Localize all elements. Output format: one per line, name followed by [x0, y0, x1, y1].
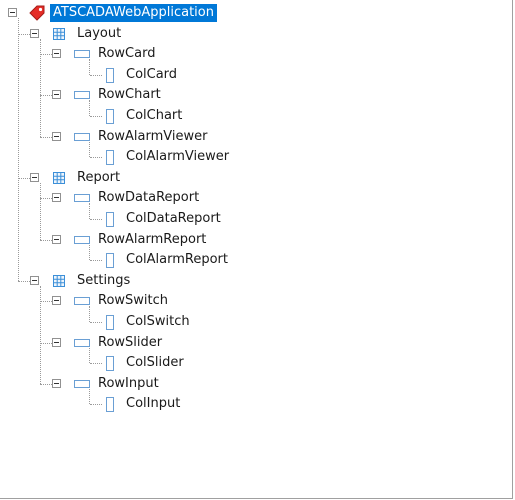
- tree-guide: [89, 59, 90, 75]
- tree-guide: [40, 39, 41, 137]
- collapse-toggle[interactable]: [52, 235, 61, 244]
- column-icon: [106, 68, 114, 83]
- collapse-toggle[interactable]: [30, 276, 39, 285]
- tree-guide: [18, 281, 30, 282]
- node-label: ColDataReport: [126, 211, 221, 226]
- tree-guide: [90, 363, 102, 364]
- tree-guide: [18, 34, 30, 35]
- row-icon: [74, 194, 90, 202]
- tree-guide: [90, 322, 102, 323]
- tree-guide: [40, 384, 52, 385]
- node-label: Layout: [77, 26, 122, 41]
- column-icon: [106, 150, 114, 165]
- collapse-toggle[interactable]: [52, 338, 61, 347]
- node-label: RowChart: [98, 87, 161, 102]
- root-label: ATSCADAWebApplication: [50, 4, 217, 22]
- collapse-toggle[interactable]: [8, 8, 17, 17]
- table-icon: [53, 275, 65, 287]
- tree-guide: [40, 95, 52, 96]
- collapse-toggle[interactable]: [52, 296, 61, 305]
- node-label: ColSwitch: [126, 314, 190, 329]
- node-label: RowAlarmReport: [98, 232, 207, 247]
- tree-guide: [90, 404, 102, 405]
- tree-guide: [89, 100, 90, 116]
- column-icon: [106, 109, 114, 124]
- node-label: ColChart: [126, 108, 183, 123]
- tree-guide: [89, 203, 90, 219]
- row-icon: [74, 297, 90, 305]
- tree-guide: [18, 18, 19, 281]
- node-label: Report: [77, 170, 121, 185]
- tree-guide: [40, 198, 52, 199]
- collapse-toggle[interactable]: [52, 379, 61, 388]
- red-tag-icon: [29, 5, 45, 21]
- tree-guide: [90, 75, 102, 76]
- column-icon: [106, 356, 114, 371]
- tree-guide: [89, 306, 90, 322]
- collapse-toggle[interactable]: [30, 29, 39, 38]
- tree-guide: [90, 116, 102, 117]
- node-label: RowCard: [98, 46, 156, 61]
- collapse-toggle[interactable]: [52, 132, 61, 141]
- node-label: ColSlider: [126, 355, 184, 370]
- tree-guide: [90, 157, 102, 158]
- tree-guide: [89, 389, 90, 404]
- column-icon: [106, 253, 114, 268]
- collapse-toggle[interactable]: [52, 90, 61, 99]
- node-label: ColAlarmViewer: [126, 149, 230, 164]
- table-icon: [53, 28, 65, 40]
- row-icon: [74, 236, 90, 244]
- node-label: RowInput: [98, 376, 159, 391]
- column-icon: [106, 212, 114, 227]
- tree-guide: [40, 240, 52, 241]
- tree-guide: [18, 178, 30, 179]
- node-label: ColInput: [126, 396, 181, 411]
- tree-guide: [40, 54, 52, 55]
- row-icon: [74, 91, 90, 99]
- collapse-toggle[interactable]: [30, 173, 39, 182]
- node-label: RowSlider: [98, 335, 163, 350]
- tree-guide: [40, 301, 52, 302]
- table-icon: [53, 172, 65, 184]
- collapse-toggle[interactable]: [52, 193, 61, 202]
- tree-guide: [90, 219, 102, 220]
- node-label: ColAlarmReport: [126, 252, 228, 267]
- row-icon: [74, 339, 90, 347]
- collapse-toggle[interactable]: [52, 49, 61, 58]
- node-label: RowDataReport: [98, 190, 200, 205]
- tree-guide: [89, 245, 90, 260]
- tree-guide: [40, 183, 41, 240]
- tree-guide: [89, 142, 90, 157]
- node-label: Settings: [77, 273, 131, 288]
- tree-guide: [40, 137, 52, 138]
- row-icon: [74, 380, 90, 388]
- tree-guide: [90, 260, 102, 261]
- column-icon: [106, 397, 114, 412]
- column-icon: [106, 315, 114, 330]
- row-icon: [74, 50, 90, 58]
- node-label: RowAlarmViewer: [98, 129, 208, 144]
- tree-guide: [40, 286, 41, 384]
- tree-guide: [40, 343, 52, 344]
- row-icon: [74, 133, 90, 141]
- node-label: RowSwitch: [98, 293, 169, 308]
- node-label: ColCard: [126, 67, 178, 82]
- tree-guide: [89, 348, 90, 363]
